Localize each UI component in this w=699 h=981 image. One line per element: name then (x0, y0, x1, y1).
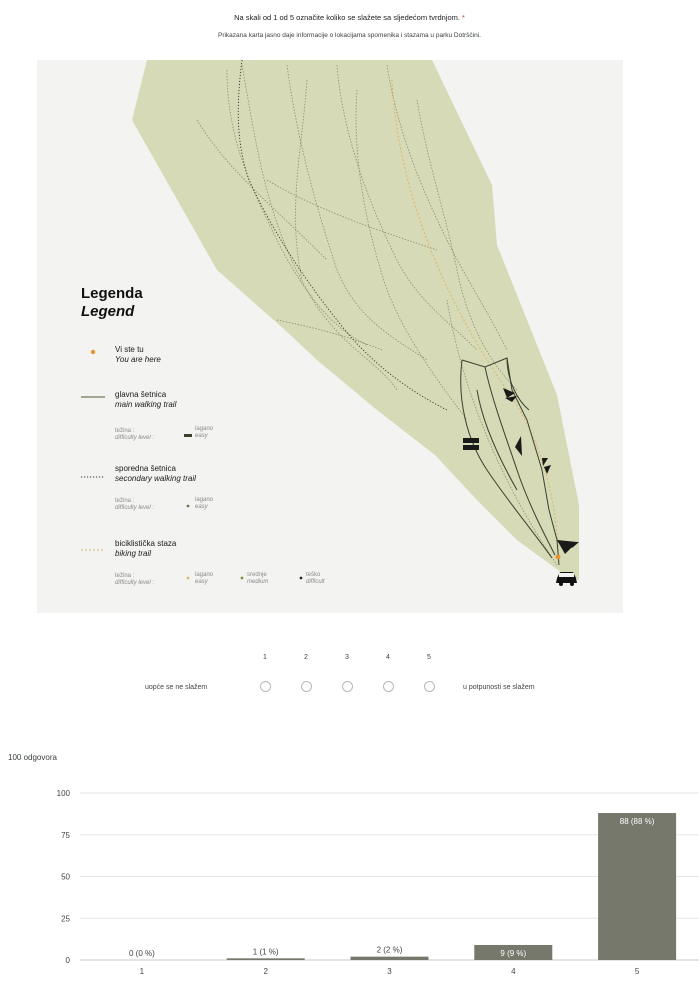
question-title: Na skali od 1 od 5 označite koliko se sl… (0, 13, 699, 22)
legend-bike-hard-dot (299, 576, 303, 580)
scale-radio-5[interactable] (424, 681, 435, 692)
bar-5 (598, 813, 677, 960)
x-tick-label-2: 2 (263, 967, 268, 976)
bar-4 (474, 944, 553, 960)
monument-icon (463, 388, 579, 554)
scale-number-4: 4 (386, 654, 390, 661)
legend-secondary-easy-en: easy (195, 504, 208, 510)
scale-radio-1[interactable] (260, 681, 271, 692)
legend-bike-medium-en: medium (247, 579, 269, 585)
data-label-2: 1 (1 %) (253, 947, 279, 956)
scale-number-3: 3 (345, 654, 349, 661)
x-tick-label-5: 5 (635, 967, 640, 976)
legend-main-easy-swatch (184, 434, 192, 437)
main-trails (460, 357, 560, 566)
legend-bike-hard-en: difficult (306, 579, 325, 585)
legend-secondary-easy-dot (186, 504, 190, 508)
scale-number-2: 2 (304, 654, 308, 661)
x-tick-label-1: 1 (140, 967, 145, 976)
y-tick-label-50: 50 (61, 873, 70, 882)
legend-bike-hard-hr: teško (306, 572, 321, 578)
legend-title-en: Legend (81, 303, 135, 320)
chart-gridlines (80, 792, 699, 961)
bar-3 (350, 956, 429, 960)
legend-bike-easy-hr: lagano (195, 572, 214, 578)
legend-main-difficulty: težina :difficulty level : (115, 428, 154, 442)
legend-you-are-here-dot (90, 349, 96, 355)
legend-bike-easy-dot (186, 576, 190, 580)
legend-you-are-here-hr: Vi ste tu (115, 345, 144, 354)
legend-secondary-difficulty-hr: težina : (115, 498, 135, 504)
legend-bike-medium-hr: srednje (247, 572, 267, 578)
legend-main-easy-hr: lagano (195, 426, 214, 432)
secondary-trail-long (237, 60, 448, 411)
scale-radio-4[interactable] (383, 681, 394, 692)
legend-main-trail-hr: glavna šetnica (115, 390, 167, 399)
legend-main-trail-en: main walking trail (115, 400, 177, 409)
results-bar-chart: 0 25 50 75 100 0 (0 %) 1 1 (1 %) 2 2 (2 %) 3 9 (9 %… (57, 789, 699, 976)
scale-radio-3[interactable] (342, 681, 353, 692)
secondary-trails (196, 64, 558, 566)
data-label-1: 0 (0 %) (129, 949, 155, 958)
scale-radio-2[interactable] (301, 681, 312, 692)
legend-bike-difficulty-en: difficulty level : (115, 580, 155, 586)
legend-bike-easy-en: easy (195, 579, 208, 585)
legend-bike-difficulty: težina :difficulty level : (115, 573, 154, 587)
legend-main-difficulty-en: difficulty level : (115, 435, 155, 441)
chart-bars (226, 813, 677, 960)
legend-bike-trail-hr: biciklistička staza (115, 539, 177, 548)
x-tick-label-3: 3 (387, 967, 392, 976)
legend-main-easy-en: easy (195, 433, 208, 439)
legend-secondary-difficulty: težina :difficulty level : (115, 498, 154, 512)
bar-2 (226, 958, 305, 960)
response-count: 100 odgovora (8, 753, 57, 762)
legend-secondary-difficulty-en: difficulty level : (115, 505, 155, 511)
scale-low-label: uopće se ne slažem (145, 684, 208, 691)
chart-labels: 0 25 50 75 100 0 (0 %) 1 1 (1 %) 2 2 (2 %) 3 9 (9 %… (57, 789, 655, 976)
legend-secondary-easy-hr: lagano (195, 497, 214, 503)
you-are-here-marker (555, 554, 561, 560)
data-label-3: 2 (2 %) (377, 946, 403, 955)
y-tick-label-0: 0 (66, 956, 71, 965)
legend-secondary-trail-hr: sporedna šetnica (115, 464, 176, 473)
scale-number-1: 1 (263, 654, 267, 661)
legend-main-difficulty-hr: težina : (115, 428, 135, 434)
legend-you-are-here-en: You are here (115, 355, 161, 364)
legend-bike-medium-dot (240, 576, 244, 580)
y-tick-label-25: 25 (61, 914, 70, 923)
data-label-4: 9 (9 %) (500, 949, 526, 958)
legend-secondary-trail-en: secondary walking trail (115, 474, 196, 483)
data-label-5: 88 (88 %) (620, 817, 655, 826)
scale-high-label: u potpunosti se slažem (463, 684, 535, 691)
legend-bike-trail-en: biking trail (115, 549, 152, 558)
y-tick-label-75: 75 (61, 831, 70, 840)
required-mark: * (462, 13, 465, 22)
scale-number-5: 5 (427, 654, 431, 661)
y-tick-label-100: 100 (57, 789, 71, 798)
map-drawing (81, 60, 579, 586)
car-icon (556, 572, 577, 586)
question-title-text: Na skali od 1 od 5 označite koliko se sl… (234, 13, 461, 22)
legend-title-hr: Legenda (81, 285, 143, 302)
legend-bike-difficulty-hr: težina : (115, 573, 135, 579)
x-tick-label-4: 4 (511, 967, 516, 976)
question-description: Prikazana karta jasno daje informacije o… (217, 32, 481, 39)
bike-trail-path (391, 79, 560, 566)
